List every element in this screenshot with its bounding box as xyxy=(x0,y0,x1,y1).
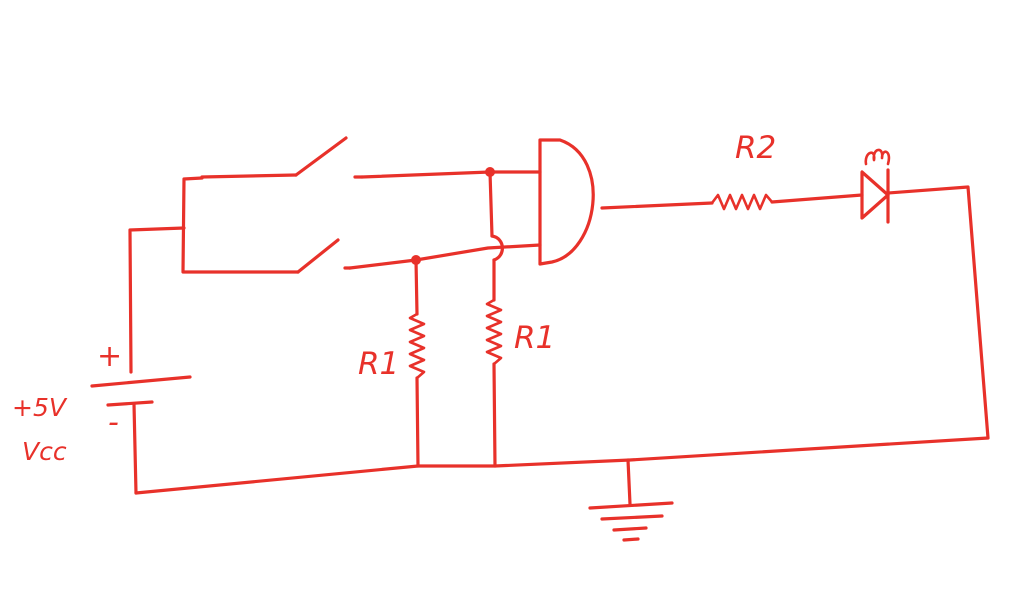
supply-voltage-label: +5V xyxy=(12,393,68,422)
r1-left-label: R1 xyxy=(358,346,399,382)
led-light-rays xyxy=(864,148,891,166)
circuit-ink: + - +5V Vcc R1 R1 R2 xyxy=(12,130,990,542)
battery-plus-label: + xyxy=(97,339,122,374)
wire-r2-to-led xyxy=(770,193,864,204)
battery-minus-label: - xyxy=(108,405,119,440)
wire-led-right-rail xyxy=(134,185,990,495)
supply-name-label: Vcc xyxy=(22,437,67,466)
wire-right-r1-lower xyxy=(492,362,497,468)
ground-bar-1 xyxy=(588,501,674,510)
battery-long-plate xyxy=(90,375,192,388)
r2-label: R2 xyxy=(735,130,776,166)
switch-2-lever xyxy=(296,238,340,274)
wire-battery-to-ground-rail xyxy=(132,402,138,495)
ground-bar-3 xyxy=(612,526,648,532)
wire-left-r1-upper xyxy=(414,258,419,316)
resistor-r2 xyxy=(710,193,774,211)
resistor-r1-left xyxy=(408,312,426,380)
switch-1-lever xyxy=(294,136,348,177)
wire-switch-1-to-gate xyxy=(360,170,542,179)
wire-crossover-hop xyxy=(490,234,504,262)
ground-bar-2 xyxy=(600,514,664,521)
wire-supply-left xyxy=(128,226,186,374)
wire-switch-branch xyxy=(181,176,300,274)
wire-switch-2-to-gate xyxy=(348,243,542,270)
wire-right-r1-upper xyxy=(488,170,494,238)
battery-short-plate xyxy=(106,400,154,407)
resistor-r1-right xyxy=(485,298,503,366)
wire-to-ground xyxy=(626,458,632,506)
wire-gate-to-r2 xyxy=(600,201,714,210)
and-gate xyxy=(538,138,595,266)
r1-right-label: R1 xyxy=(514,320,555,356)
ground-bar-4 xyxy=(622,537,640,542)
wire-to-switch-1 xyxy=(200,173,298,179)
led-diode xyxy=(860,170,890,220)
wire-left-r1-lower xyxy=(415,376,420,468)
